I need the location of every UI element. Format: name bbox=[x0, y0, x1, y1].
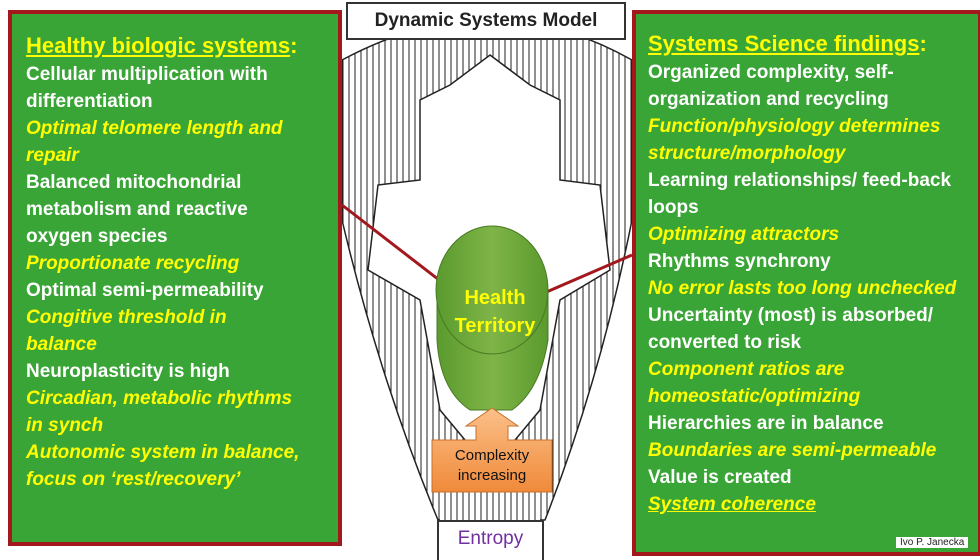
complexity-label-line-2: increasing bbox=[457, 467, 527, 484]
right-panel-item-1-line-2: organization and recycling bbox=[648, 89, 889, 110]
complexity-label-line-1: Complexity bbox=[454, 447, 530, 464]
right-panel-title-colon: : bbox=[919, 31, 927, 56]
left-panel-item-3-line-1: Balanced mitochondrial bbox=[26, 172, 242, 193]
left-panel-item-1-line-2: differentiation bbox=[26, 91, 153, 112]
left-panel-item-2-line-1: Optimal telomere length and bbox=[26, 118, 283, 139]
left-panel-item-2-line-2: repair bbox=[26, 145, 79, 166]
left-panel-items: Cellular multiplication with differentiat… bbox=[26, 61, 338, 493]
left-panel-item-6-line-1: Congitive threshold in bbox=[26, 307, 227, 328]
left-panel-item-5-line-1: Optimal semi-permeability bbox=[26, 280, 264, 301]
model-title: Dynamic Systems Model bbox=[346, 2, 626, 40]
complexity-arrow bbox=[431, 407, 553, 493]
health-territory-ellipse bbox=[435, 225, 549, 355]
left-panel-item-8-line-2: in synch bbox=[26, 415, 104, 436]
right-panel-item-3-line-2: loops bbox=[648, 197, 699, 218]
left-panel-item-9-line-1: Autonomic system in balance, bbox=[26, 442, 300, 463]
right-panel-item-3-line-1: Learning relationships/ feed-back bbox=[648, 170, 952, 191]
left-panel-title-line: Healthy biologic systems: bbox=[26, 32, 338, 61]
left-panel-item-4-line-1: Proportionate recycling bbox=[26, 253, 240, 274]
left-panel-item-3-line-2: metabolism and reactive bbox=[26, 199, 248, 220]
systems-science-findings-panel: Systems Science findings: Organized comp… bbox=[632, 10, 980, 556]
healthy-biologic-systems-panel: Healthy biologic systems: Cellular multi… bbox=[8, 10, 342, 546]
right-panel-item-6-line-1: No error lasts too long unchecked bbox=[648, 278, 957, 299]
right-panel-item-7-line-2: converted to risk bbox=[648, 332, 802, 353]
left-panel-title: Healthy biologic systems bbox=[26, 33, 291, 58]
right-panel-item-4-line-1: Optimizing attractors bbox=[648, 224, 840, 245]
left-panel-item-9-line-2: focus on ‘rest/recovery’ bbox=[26, 469, 241, 490]
right-panel-item-2-line-2: structure/morphology bbox=[648, 143, 846, 164]
right-panel-item-9-line-1: Hierarchies are in balance bbox=[648, 413, 884, 434]
left-panel-item-7-line-1: Neuroplasticity is high bbox=[26, 361, 230, 382]
right-panel-items: Organized complexity, self-organization … bbox=[648, 59, 978, 518]
right-panel-title: Systems Science findings bbox=[648, 31, 920, 56]
complexity-label: Complexity increasing bbox=[432, 446, 552, 486]
left-panel-title-colon: : bbox=[290, 33, 298, 58]
left-panel-item-3-line-3: oxygen species bbox=[26, 226, 168, 247]
right-panel-item-2-line-1: Function/physiology determines bbox=[648, 116, 941, 137]
right-panel-title-line: Systems Science findings: bbox=[648, 30, 978, 59]
right-panel-item-5-line-1: Rhythms synchrony bbox=[648, 251, 831, 272]
author-credit: Ivo P. Janecka bbox=[896, 537, 969, 548]
right-panel-item-7-line-1: Uncertainty (most) is absorbed/ bbox=[648, 305, 934, 326]
right-panel-item-12-line-1: System coherence bbox=[648, 494, 816, 515]
left-panel-item-6-line-2: balance bbox=[26, 334, 97, 355]
left-panel-item-8-line-1: Circadian, metabolic rhythms bbox=[26, 388, 293, 409]
health-label-line-2: Territory bbox=[454, 315, 536, 337]
entropy-label: Entropy bbox=[437, 520, 544, 560]
right-panel-item-10-line-1: Boundaries are semi-permeable bbox=[648, 440, 937, 461]
left-panel-item-1-line-1: Cellular multiplication with bbox=[26, 64, 268, 85]
right-panel-item-8-line-1: Component ratios are bbox=[648, 359, 845, 380]
right-panel-item-11-line-1: Value is created bbox=[648, 467, 792, 488]
right-panel-item-1-line-1: Organized complexity, self- bbox=[648, 62, 894, 83]
health-label-line-1: Health bbox=[464, 287, 526, 309]
health-territory-label: Health Territory bbox=[440, 284, 550, 340]
right-panel-item-8-line-2: homeostatic/optimizing bbox=[648, 386, 861, 407]
